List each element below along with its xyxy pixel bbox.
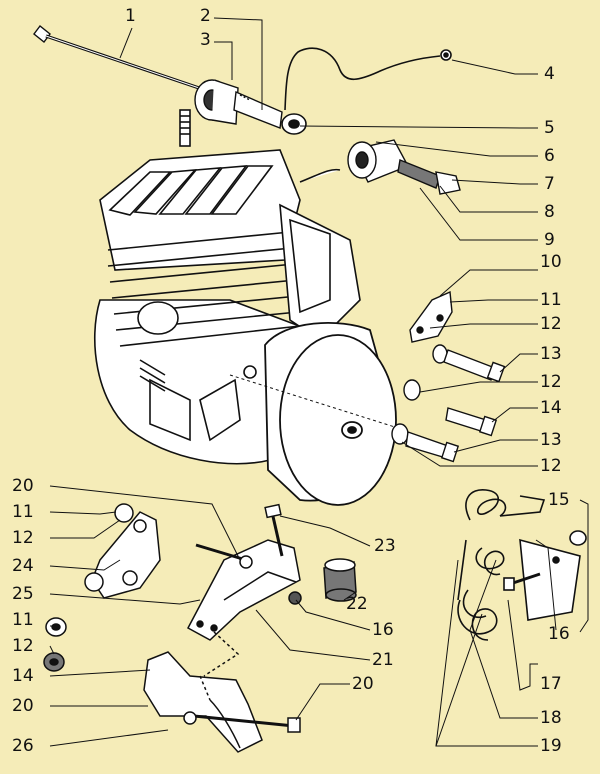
callout-17: 17	[540, 674, 562, 694]
callout-14: 14	[540, 398, 562, 418]
callout-19: 19	[540, 736, 562, 756]
callout-10: 10	[540, 252, 562, 272]
callout-6: 6	[544, 146, 555, 166]
callout-12: 12	[540, 314, 562, 334]
callout-21: 21	[372, 650, 394, 670]
callout-4: 4	[544, 64, 555, 84]
assembly-axis-line	[229, 374, 399, 429]
bearing-assembly	[194, 79, 283, 129]
callout-5: 5	[544, 118, 555, 138]
mounting-plate-left	[84, 503, 161, 599]
callout-20: 20	[12, 696, 34, 716]
callout-18: 18	[540, 708, 562, 728]
callout-9: 9	[544, 230, 555, 250]
callout-14: 14	[12, 666, 34, 686]
ignition-cable	[281, 47, 452, 135]
callout-22: 22	[346, 594, 368, 614]
callout-16: 16	[548, 624, 570, 644]
callout-12: 12	[12, 528, 34, 548]
callout-13: 13	[540, 344, 562, 364]
leader-lines	[49, 17, 589, 747]
through-bolt	[33, 25, 206, 92]
callout-20: 20	[12, 476, 34, 496]
callout-15: 15	[548, 490, 570, 510]
engine-block	[93, 109, 361, 465]
callout-11: 11	[540, 290, 562, 310]
callout-24: 24	[12, 556, 34, 576]
callout-2: 2	[200, 6, 211, 26]
callout-23: 23	[374, 536, 396, 556]
left-small-parts	[43, 617, 67, 672]
callout-12: 12	[540, 456, 562, 476]
bearing-nut-group	[347, 139, 461, 195]
callout-26: 26	[12, 736, 34, 756]
clutch-drum	[264, 321, 397, 506]
lower-bracket	[143, 631, 301, 753]
callout-11: 11	[12, 502, 34, 522]
spring-assembly	[457, 489, 587, 641]
callout-25: 25	[12, 584, 34, 604]
callout-1: 1	[125, 6, 136, 26]
callout-3: 3	[200, 30, 211, 50]
callout-12: 12	[12, 636, 34, 656]
center-bracket	[186, 503, 302, 641]
small-bracket	[409, 290, 453, 343]
callout-20: 20	[352, 674, 374, 694]
callout-13: 13	[540, 430, 562, 450]
callout-12: 12	[540, 372, 562, 392]
right-bolts	[391, 344, 506, 463]
rubber-bushing	[323, 558, 357, 602]
callout-7: 7	[544, 174, 555, 194]
callout-11: 11	[12, 610, 34, 630]
callout-16: 16	[372, 620, 394, 640]
callout-8: 8	[544, 202, 555, 222]
